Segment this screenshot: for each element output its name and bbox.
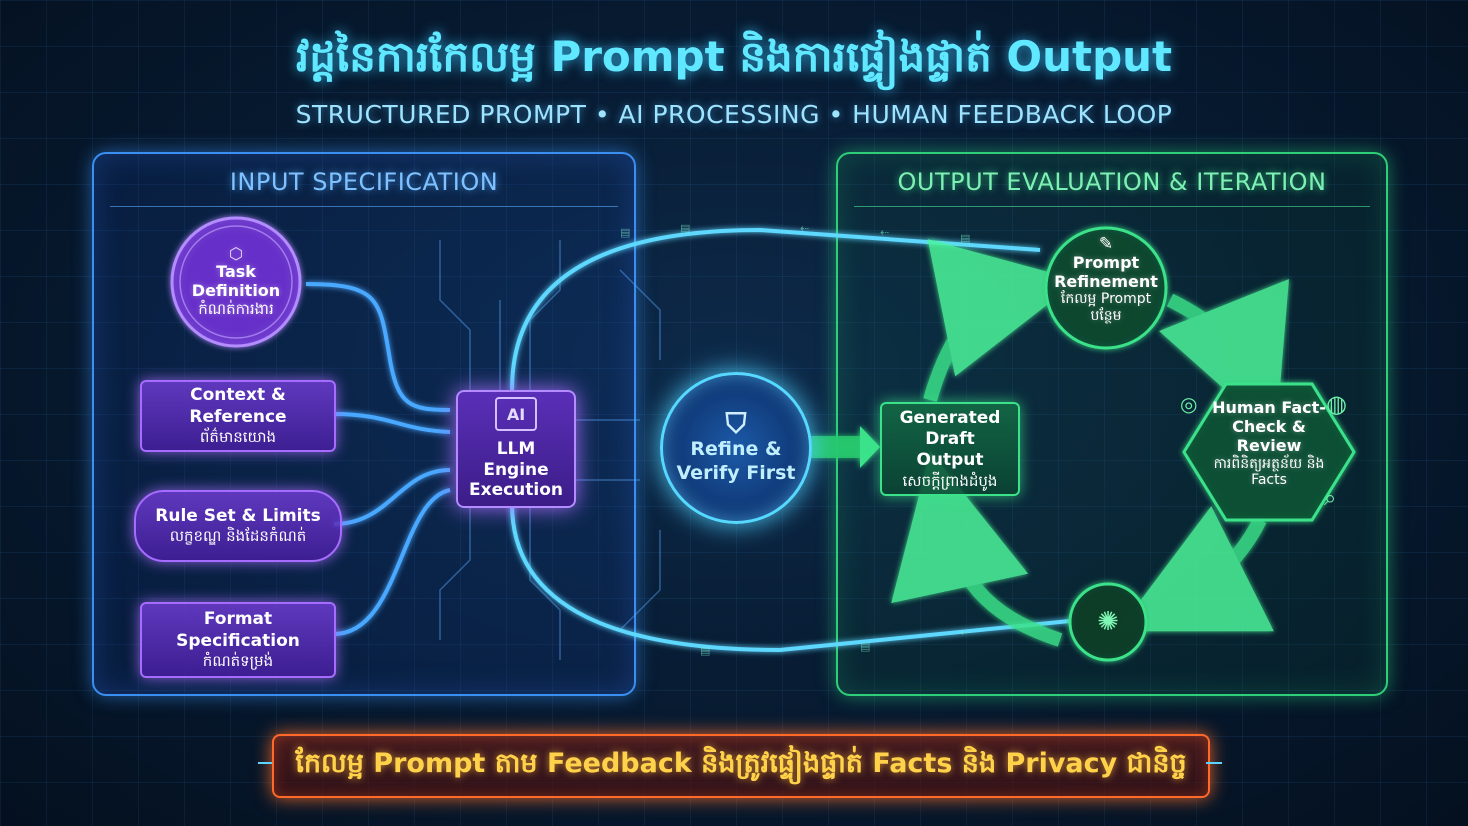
factcheck-node-shape xyxy=(1182,382,1356,522)
prompt-refinement-node: ✎ Prompt Refinement កែលម្អ Prompt បន្ថែម xyxy=(1050,236,1162,325)
task-label-kh: កំណត់ការងារ xyxy=(198,300,274,319)
input-wires xyxy=(305,282,451,636)
task-node-shape xyxy=(170,216,302,348)
engine-label: LLM Engine Execution xyxy=(468,439,564,501)
shield-check-icon: ⛉ xyxy=(725,407,747,441)
context-label: Context & Reference xyxy=(189,385,287,427)
footer-left-connector xyxy=(258,762,272,764)
refinement-label: Prompt Refinement xyxy=(1054,253,1158,292)
rule-set-node: Rule Set & Limits លក្ខខណ្ឌ និងដែនកំណត់ xyxy=(134,490,342,562)
svg-text:⇠: ⇠ xyxy=(800,222,809,235)
refine-verify-node: ⛉ Refine & Verify First xyxy=(660,372,812,524)
brain-search-icon: ✺ xyxy=(1097,607,1119,637)
user-check-icon: ◎ xyxy=(1180,392,1198,416)
svg-text:⇠: ⇠ xyxy=(960,626,969,639)
svg-text:▤: ▤ xyxy=(700,644,710,657)
context-label-kh: ព័ត៌មានយោង xyxy=(199,427,277,446)
verify-label-line1: Refine & xyxy=(690,438,782,461)
page-subtitle: STRUCTURED PROMPT • AI PROCESSING • HUMA… xyxy=(295,100,1173,129)
draft-output-node: Generated Draft Output សេចក្តីព្រាងដំបូង xyxy=(880,402,1020,496)
output-panel-divider xyxy=(854,206,1370,207)
llm-engine-chip: AI LLM Engine Execution xyxy=(456,390,576,508)
rules-label: Rule Set & Limits xyxy=(155,506,321,526)
factcheck-label-kh: ការពិនិត្យអត្ថន័យ និង Facts xyxy=(1213,455,1325,489)
rules-label-kh: លក្ខខណ្ឌ និងដែនកំណត់ xyxy=(169,527,307,546)
draft-label-kh: សេចក្តីព្រាងដំបូង xyxy=(902,471,998,490)
factcheck-label: Human Fact-Check & Review xyxy=(1212,398,1326,456)
format-label: Format Specification xyxy=(176,609,300,651)
iteration-cycle xyxy=(891,239,1289,647)
refinement-label-kh: កែលម្អ Prompt បន្ថែម xyxy=(1060,291,1152,325)
loop-markers: ▤ ▤ ⇠ ⇠ ▤ ▤ ▤ ⇠ xyxy=(620,222,970,657)
output-panel-title: OUTPUT EVALUATION & ITERATION xyxy=(897,168,1327,196)
svg-text:▤: ▤ xyxy=(960,232,970,245)
svg-text:▤: ▤ xyxy=(620,226,630,239)
task-label: Task Definition xyxy=(191,262,281,301)
refinement-node-shape xyxy=(1044,226,1168,350)
ai-chip-icon: AI xyxy=(495,397,537,432)
svg-text:▤: ▤ xyxy=(680,222,690,235)
footer-right-connector xyxy=(1206,762,1222,764)
draft-label: Generated Draft Output xyxy=(899,407,1001,471)
context-reference-node: Context & Reference ព័ត៌មានយោង xyxy=(140,380,336,452)
magnifier-icon: ⌕ xyxy=(1324,486,1337,511)
page-title: វដ្តនៃការកែលម្អ Prompt និងការផ្ទៀងផ្ទាត់… xyxy=(295,32,1173,81)
cube-icon: ⬡ xyxy=(229,244,243,263)
circuit-traces xyxy=(439,240,661,660)
brain-node-shape xyxy=(1068,582,1148,662)
svg-text:▤: ▤ xyxy=(860,640,870,653)
globe-icon: ◍ xyxy=(1326,390,1347,418)
verify-to-draft-arrow xyxy=(810,426,880,468)
footer-text: កែលម្អ Prompt តាម Feedback និងត្រូវផ្ទៀង… xyxy=(295,747,1187,779)
task-definition-node: ⬡ Task Definition កំណត់ការងារ xyxy=(176,244,296,319)
verify-label-line2: Verify First xyxy=(676,462,796,484)
edit-icon: ✎ xyxy=(1098,234,1114,254)
input-panel-title: INPUT SPECIFICATION xyxy=(229,168,499,196)
format-label-kh: កំណត់ទម្រង់ xyxy=(202,651,274,670)
fact-check-node: Human Fact-Check & Review ការពិនិត្យអត្ថ… xyxy=(1206,398,1332,489)
input-panel-divider xyxy=(110,206,618,207)
format-specification-node: Format Specification កំណត់ទម្រង់ xyxy=(140,602,336,678)
footer-banner: កែលម្អ Prompt តាម Feedback និងត្រូវផ្ទៀង… xyxy=(272,734,1210,798)
feedback-loop xyxy=(510,227,1081,653)
svg-text:⇠: ⇠ xyxy=(880,226,889,239)
